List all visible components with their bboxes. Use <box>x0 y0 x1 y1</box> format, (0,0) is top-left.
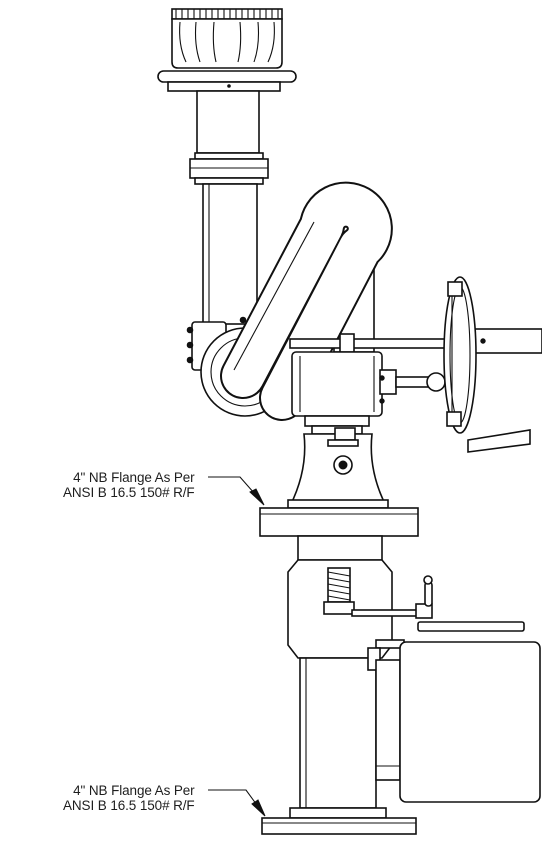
nozzle-head <box>157 8 297 92</box>
callout-upper-line2: ANSI B 16.5 150# R/F <box>63 485 195 500</box>
callout-lower-line2: ANSI B 16.5 150# R/F <box>63 798 195 813</box>
callout-lower-line1: 4" NB Flange As Per <box>73 783 195 798</box>
callout-upper-flange: 4" NB Flange As Per ANSI B 16.5 150# R/F <box>63 470 195 500</box>
upper-barrel <box>189 90 269 325</box>
handwheel <box>443 276 531 453</box>
leader-lower <box>208 789 266 817</box>
swivel-base <box>287 427 389 509</box>
riser-pipe <box>289 639 405 819</box>
valve-body <box>287 535 525 659</box>
callout-upper-line1: 4" NB Flange As Per <box>73 470 195 485</box>
side-cabinet <box>399 641 541 803</box>
upper-flange <box>259 507 419 537</box>
lower-flange <box>261 817 417 835</box>
gearbox <box>291 351 446 435</box>
leader-upper <box>208 476 265 506</box>
callout-lower-flange: 4" NB Flange As Per ANSI B 16.5 150# R/F <box>63 783 195 813</box>
swan-neck-pipe <box>220 181 393 421</box>
